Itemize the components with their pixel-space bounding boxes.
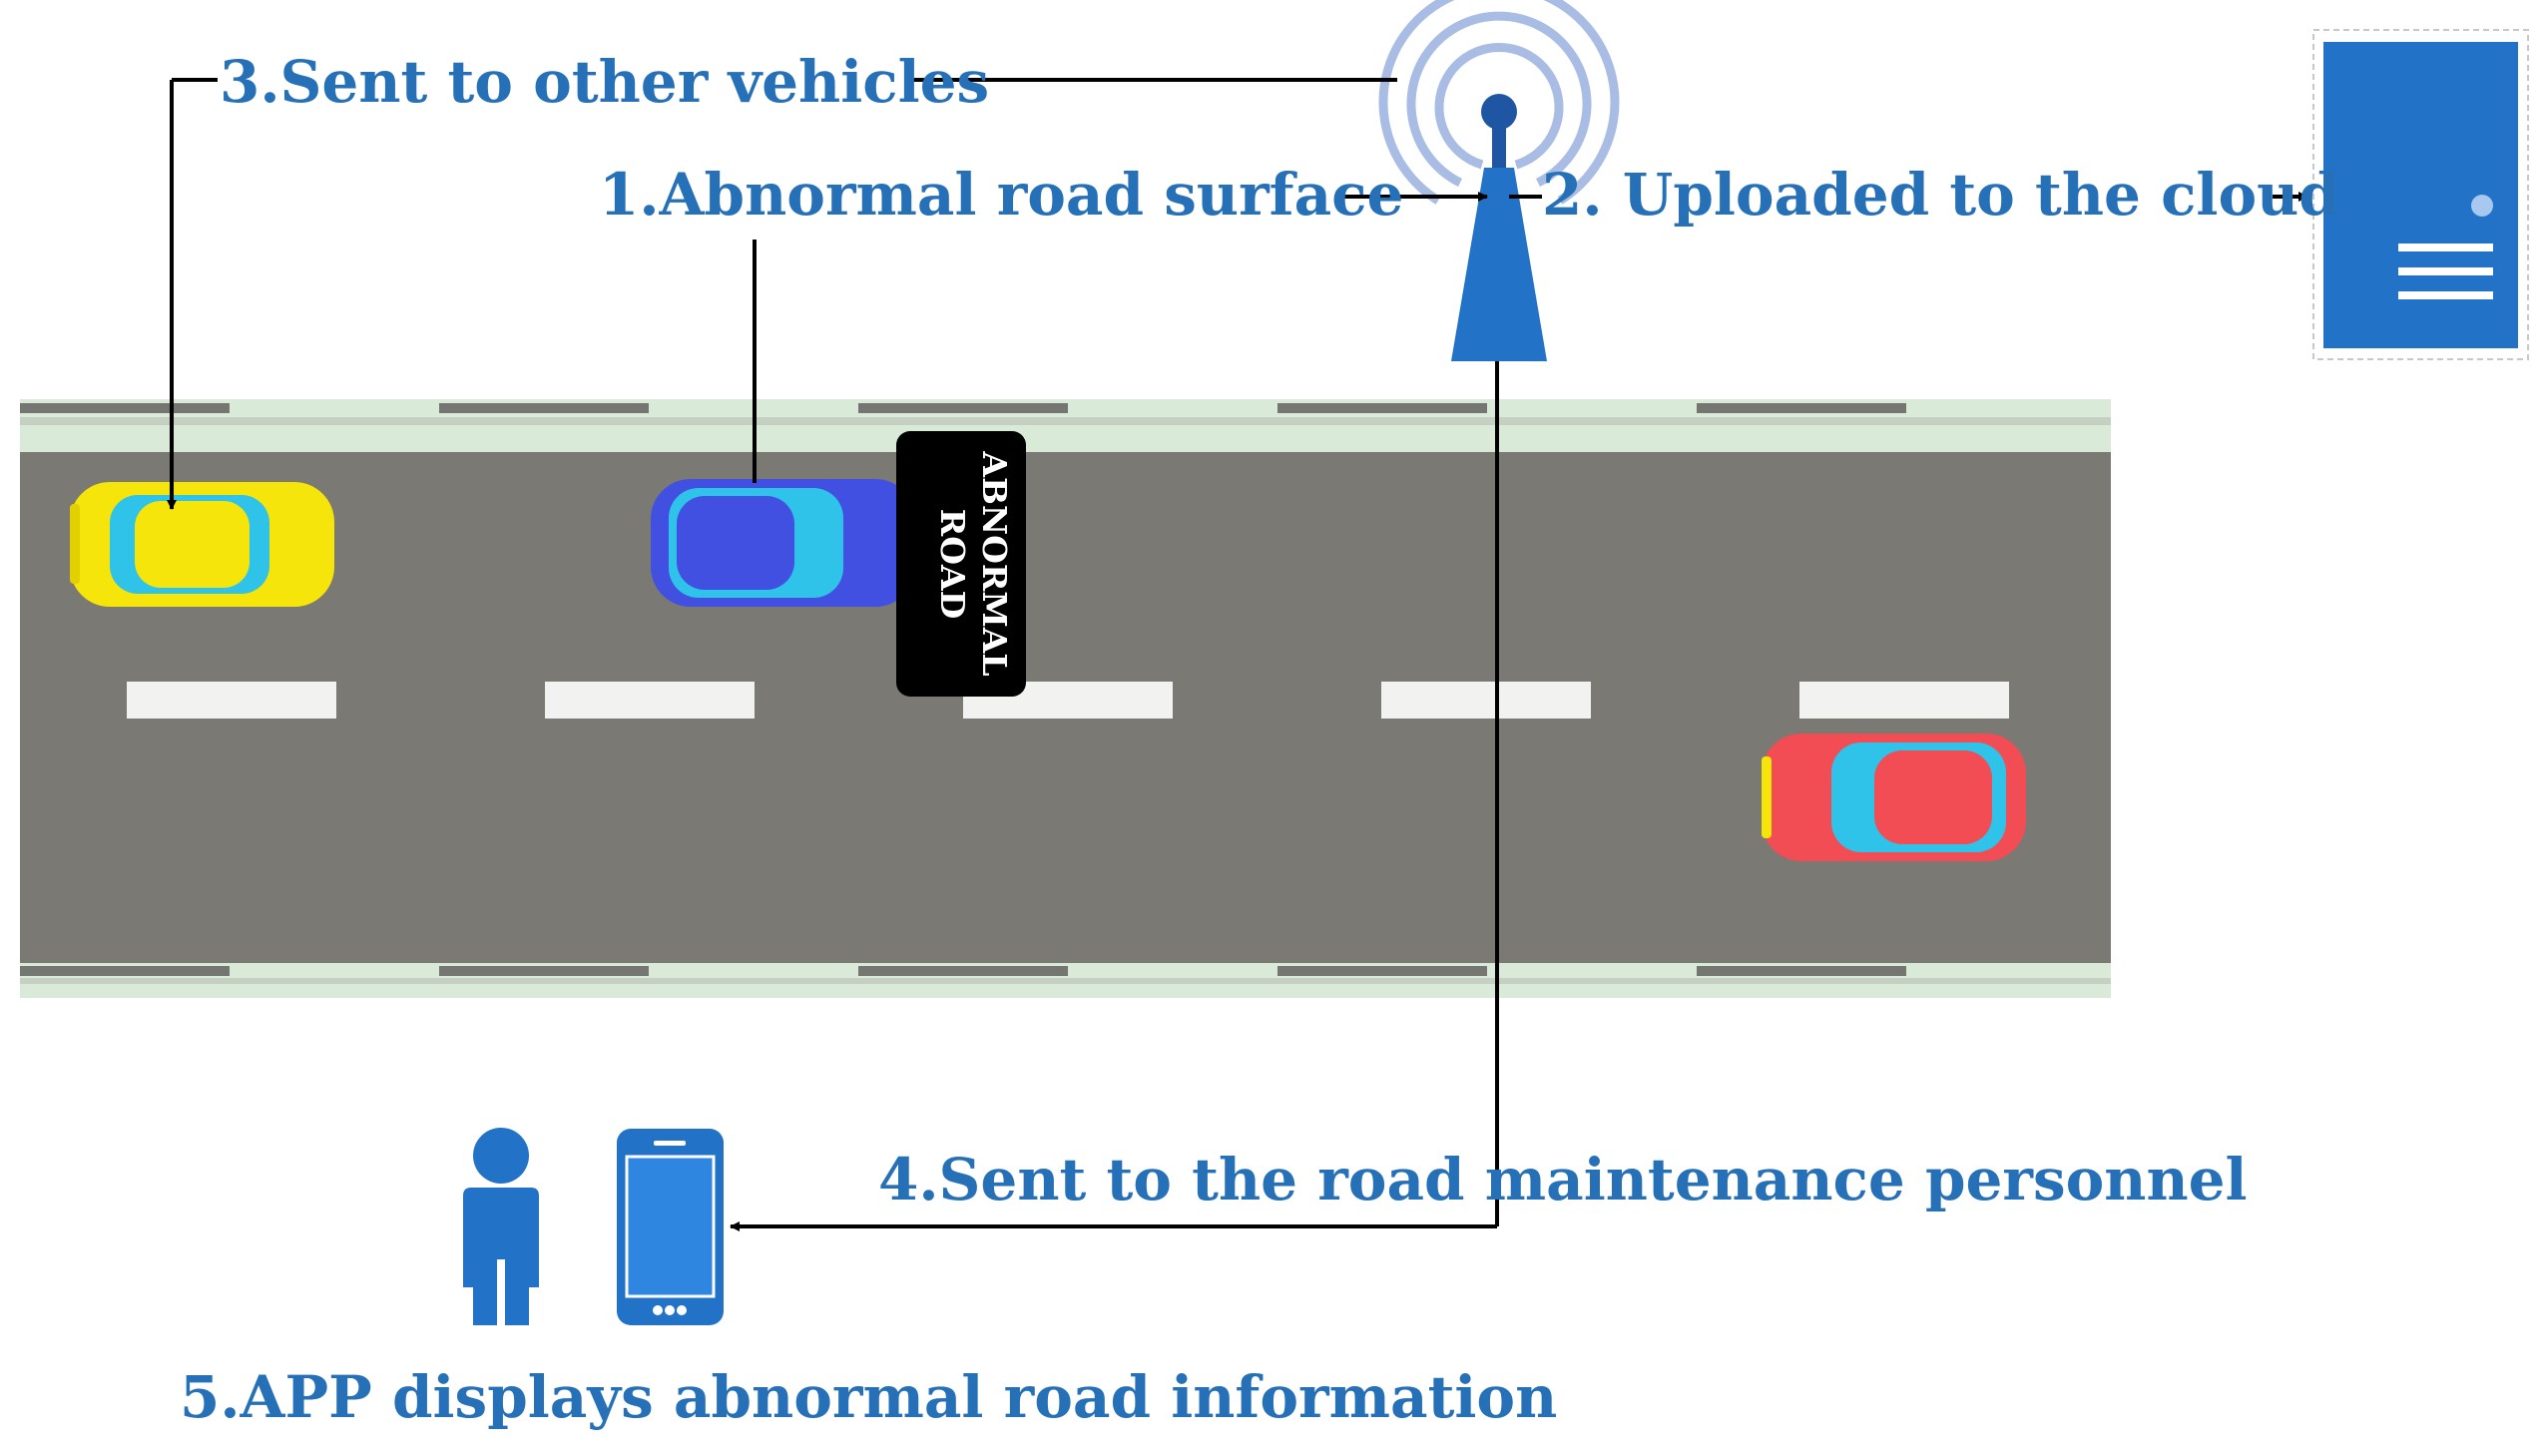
car-icon <box>70 482 334 607</box>
road-top-dashes <box>20 403 1906 413</box>
step1-label: 1.Abnormal road surface <box>599 161 1403 229</box>
person-icon <box>463 1128 539 1325</box>
connectors <box>167 78 2308 1231</box>
road-bottom-edge-line <box>20 978 2111 984</box>
road <box>20 399 2111 998</box>
sign-line-abnormal: ABNORMAL <box>975 450 1014 676</box>
server-icon <box>2312 29 2529 360</box>
step2-label: 2. Uploaded to the cloud <box>1542 161 2339 229</box>
road-top-edge-line <box>20 417 2111 425</box>
step3-label: 3.Sent to other vehicles <box>220 48 989 116</box>
smartphone-icon <box>617 1129 724 1325</box>
car-icon <box>651 479 915 607</box>
sign-line-road: ROAD <box>933 509 972 619</box>
step5-label: 5.APP displays abnormal road information <box>180 1363 1557 1431</box>
road-center-dashes <box>127 682 2009 719</box>
signal-tower-icon <box>1378 0 1620 361</box>
step4-label: 4.Sent to the road maintenance personnel <box>878 1146 2248 1213</box>
road-bottom-dashes <box>20 966 1906 976</box>
car-icon <box>1762 733 2026 861</box>
abnormal-road-sign: ABNORMAL ROAD <box>896 431 1026 697</box>
